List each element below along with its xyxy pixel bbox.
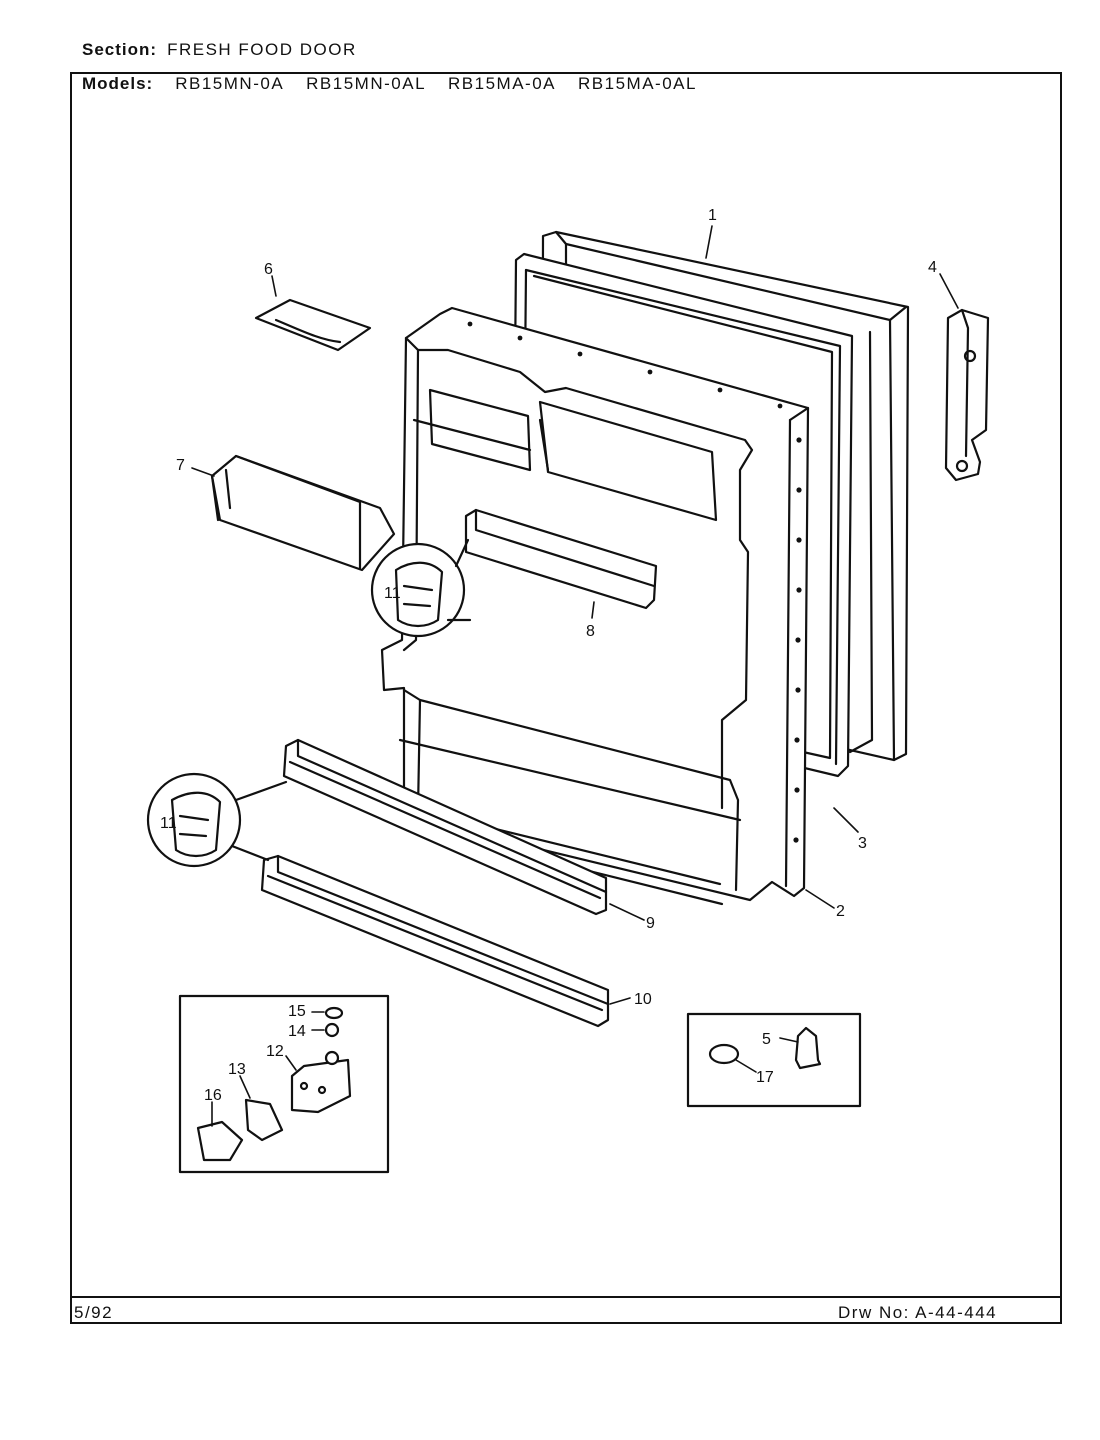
callout-12: 12 [266,1043,284,1060]
callout-11: 11 [160,815,177,832]
callout-7: 7 [176,457,185,474]
section-line: Section: FRESH FOOD DOOR [82,40,357,60]
drawing-date: 5/92 [74,1303,114,1322]
section-label: Section: [82,40,158,59]
section-title: FRESH FOOD DOOR [167,40,357,59]
callout-5: 5 [762,1031,771,1048]
callout-11: 11 [384,585,401,602]
callout-14: 14 [288,1023,306,1040]
callout-2: 2 [836,903,845,920]
callout-16: 16 [204,1087,222,1104]
drawing-frame [70,72,1062,1324]
callout-8: 8 [586,623,595,640]
door-stop [794,1026,822,1070]
callout-numbers: 1 4 6 7 8 11 11 3 2 9 10 5 17 15 14 12 1… [160,207,937,1104]
callout-17: 17 [756,1069,774,1086]
plug-button [708,1043,740,1065]
dairy-compartment-door [210,454,396,572]
callout-1: 1 [708,207,717,224]
model-number: RB15MA-0AL [578,74,697,93]
hinge-parts-box [178,994,390,1174]
callout-10: 10 [634,991,652,1008]
door-handle [944,308,990,482]
model-number: RB15MN-0A [175,74,285,93]
door-shelf-bar-lower [260,854,610,1028]
hinge-washer [324,1006,344,1020]
callout-4: 4 [928,259,937,276]
models-label: Models: [82,74,154,93]
door-shelf-rail-upper [464,508,658,610]
model-number: RB15MN-0AL [306,74,427,93]
hinge-bracket [290,1058,352,1114]
drawing-number: Drw No: A-44-444 [838,1303,998,1322]
dairy-door-trim [254,298,372,352]
models-line: Models: RB15MN-0A RB15MN-0AL RB15MA-0A RB15M… [82,74,697,94]
hinge-plate [196,1120,244,1162]
callout-9: 9 [646,915,655,932]
mounting-holes [467,321,802,843]
hinge-bushing [324,1022,340,1038]
callout-3: 3 [858,835,867,852]
footer-divider [70,1296,1062,1298]
callout-6: 6 [264,261,273,278]
leader-lines [191,225,959,1127]
shelf-end-cap-detail-lower [146,772,288,868]
shelf-end-cap-detail-upper [370,538,472,638]
door-shelf-bar-middle [282,738,608,916]
callout-13: 13 [228,1061,246,1078]
hinge-shim [244,1098,284,1142]
callout-15: 15 [288,1003,306,1020]
model-number: RB15MA-0A [448,74,557,93]
door-stop-parts-box [686,1012,862,1108]
